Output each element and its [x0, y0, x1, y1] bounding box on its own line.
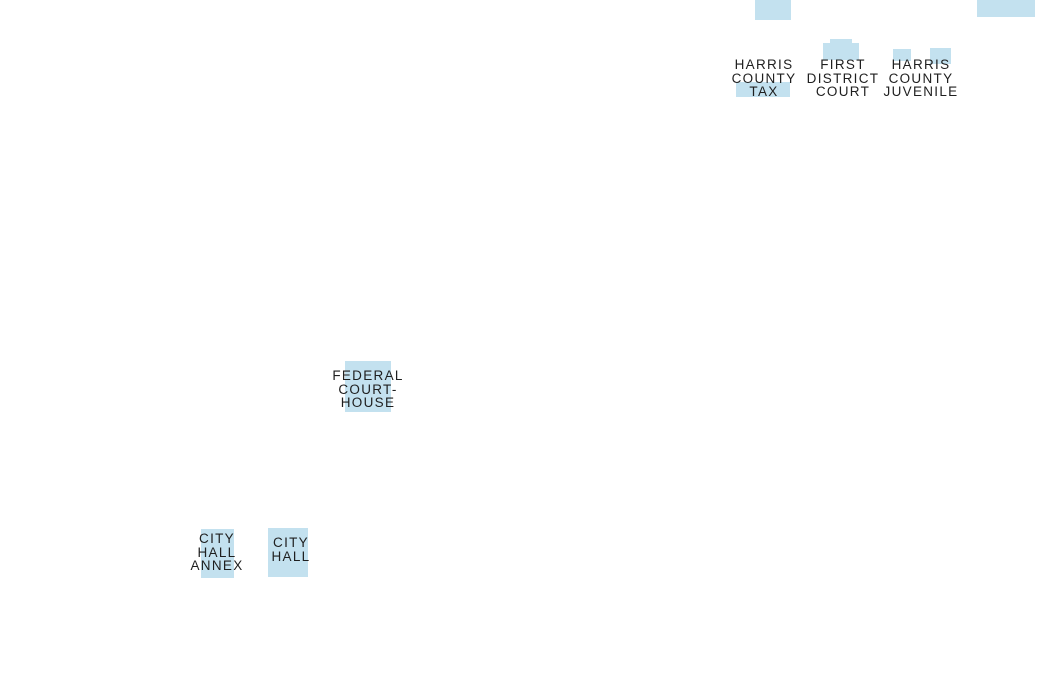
building-federal-courthouse [345, 361, 391, 412]
label-line: COURT [815, 84, 871, 100]
label-line: FEDERAL [332, 368, 404, 383]
label-line: HARRIS [891, 57, 951, 72]
building-city-hall [268, 528, 308, 577]
label-line: HARRIS [734, 57, 794, 72]
building-top-right-partial [977, 0, 1035, 17]
label-line: TAX [749, 84, 779, 100]
building-harris-county-tax [736, 82, 790, 97]
label-line: JUVENILE [883, 84, 959, 100]
building-city-hall-annex [201, 529, 234, 578]
label-first-district-court: FIRST DISTRICT COURT [807, 58, 880, 99]
label-line: HALL [197, 544, 237, 560]
label-line: COUNTY [731, 70, 797, 86]
label-line: HOUSE [340, 395, 396, 411]
label-line: CITY [273, 535, 309, 550]
label-line: COURT- [338, 381, 398, 397]
label-line: FIRST [820, 57, 866, 72]
label-harris-county-tax: HARRIS COUNTY TAX [732, 58, 797, 99]
building-harris-county-juvenile-b [930, 48, 951, 64]
building-harris-county-juvenile-a [893, 49, 911, 61]
label-city-hall: CITY HALL [272, 536, 311, 563]
building-first-district-court [823, 43, 859, 60]
label-line: COUNTY [888, 70, 954, 86]
label-federal-courthouse: FEDERAL COURT- HOUSE [332, 369, 403, 410]
label-city-hall-annex: CITY HALL ANNEX [190, 532, 243, 573]
label-line: ANNEX [190, 558, 244, 574]
building-top-partial [755, 0, 791, 20]
label-line: HALL [271, 548, 311, 564]
building-first-district-court-top [830, 39, 852, 45]
label-line: CITY [199, 531, 235, 546]
label-line: DISTRICT [806, 70, 880, 86]
label-harris-county-juvenile: HARRIS COUNTY JUVENILE [884, 58, 959, 99]
